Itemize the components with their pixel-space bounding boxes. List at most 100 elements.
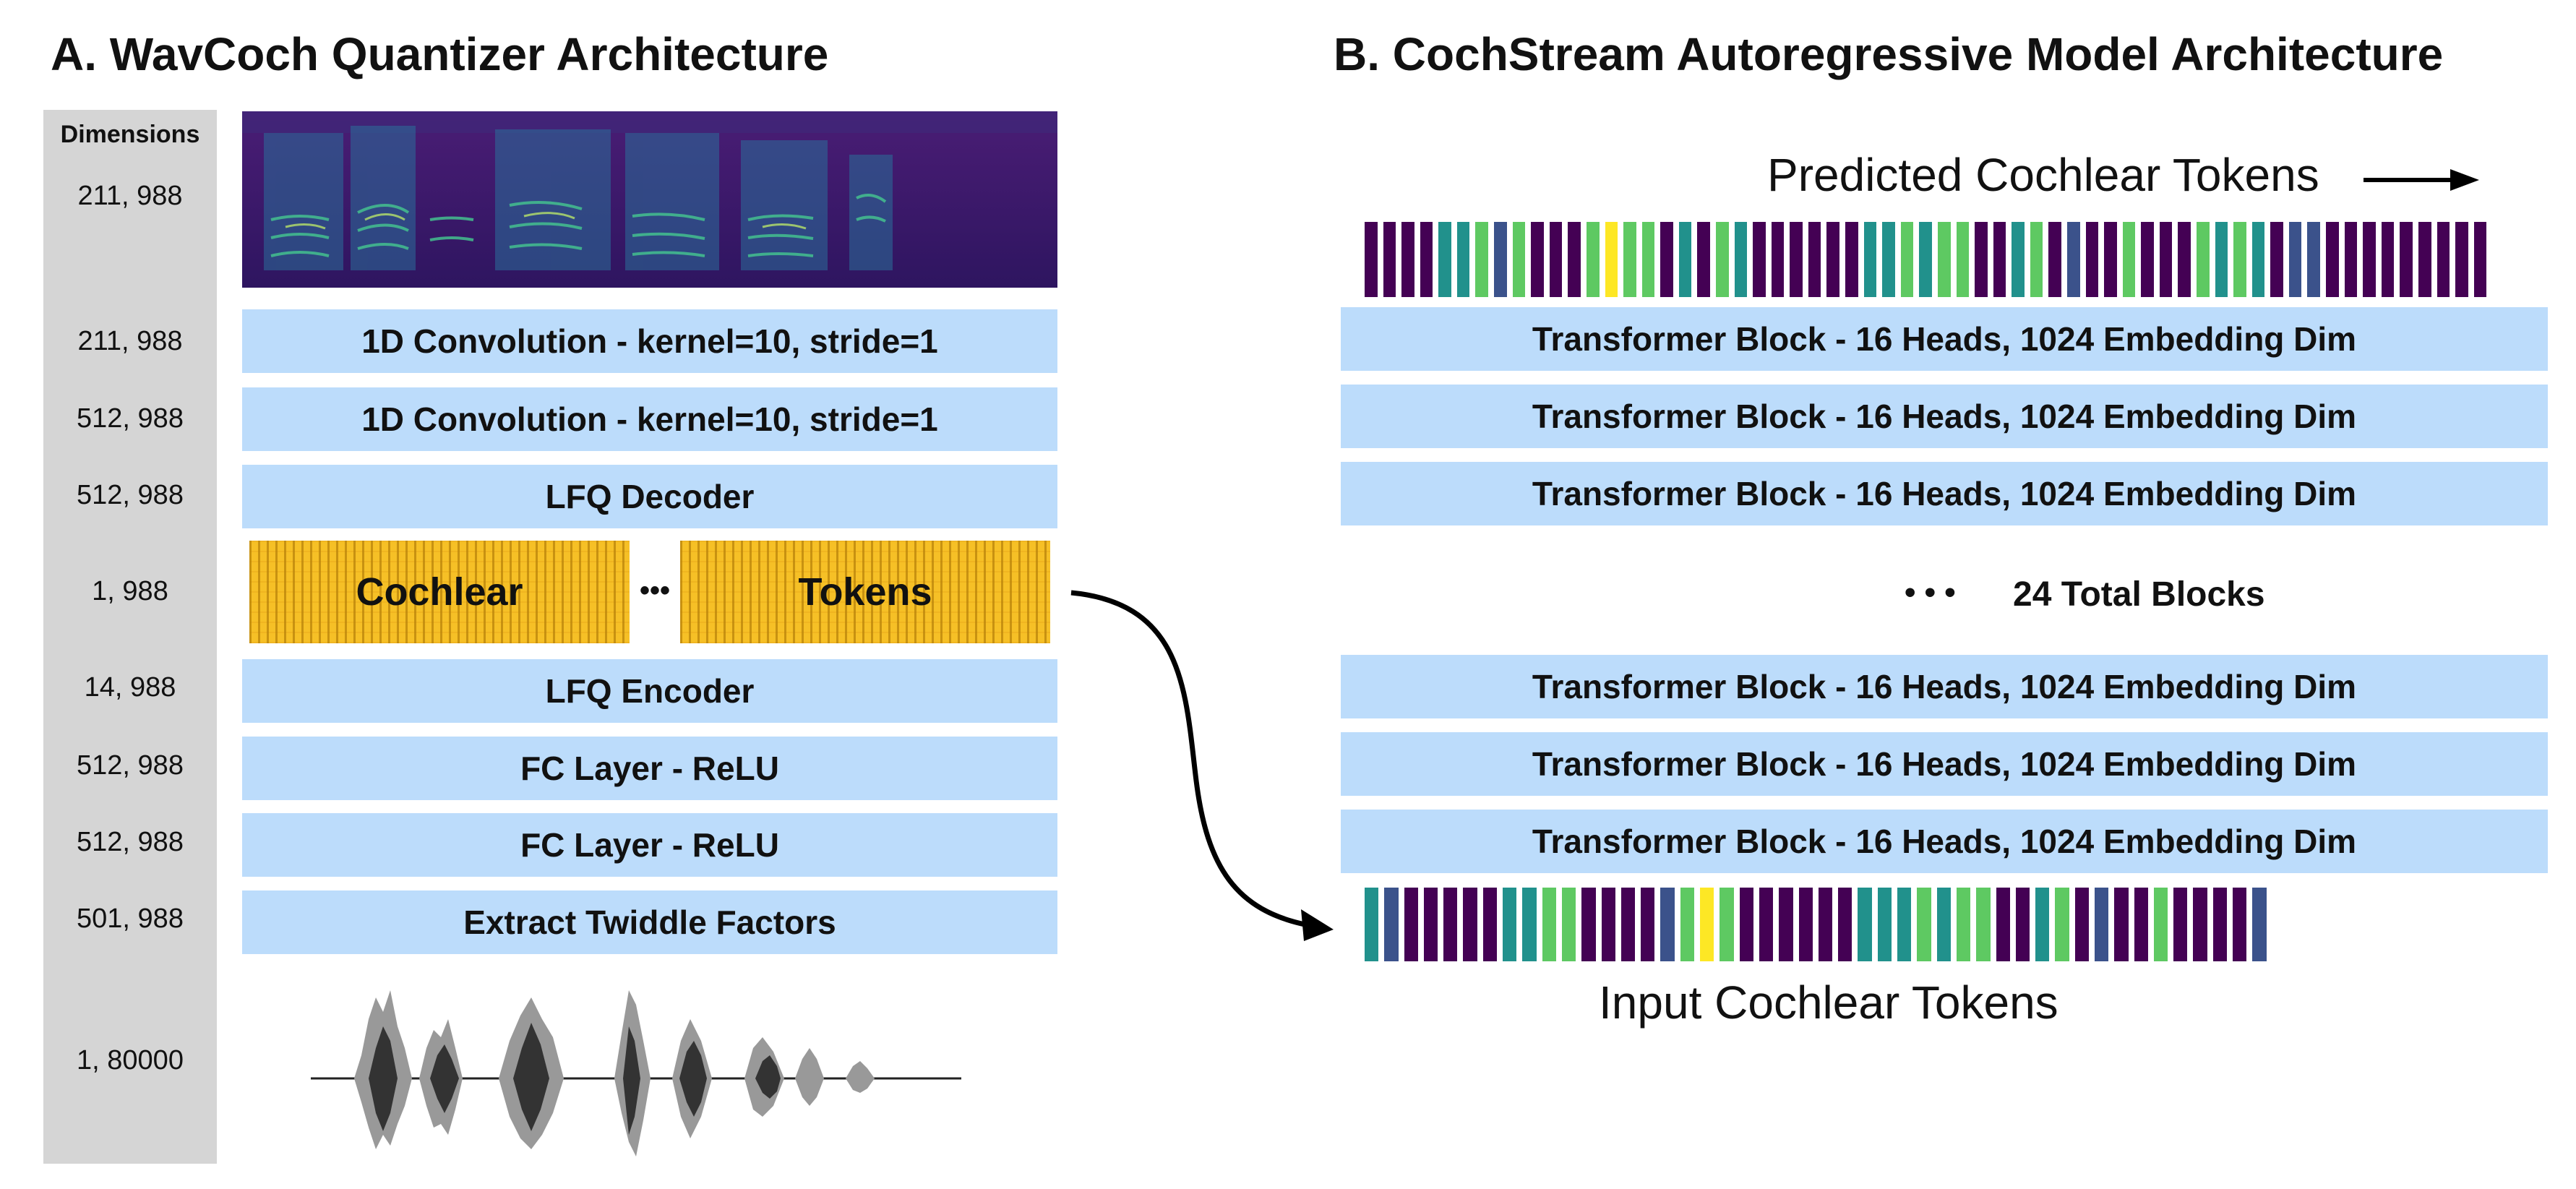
lfq-decoder-layer: LFQ Decoder: [242, 465, 1057, 528]
token-bar: [1919, 222, 1932, 297]
token-bar: [1975, 222, 1988, 297]
blocks-ellipsis: • • •: [1905, 575, 1956, 610]
token-bar: [1482, 888, 1498, 961]
token-bar: [2344, 222, 2358, 297]
token-bar: [1475, 222, 1489, 297]
dim-fc1: 512, 988: [77, 750, 184, 781]
token-bar: [1678, 222, 1692, 297]
token-bar: [1641, 888, 1655, 961]
fc-layer-2: FC Layer - ReLU: [242, 813, 1057, 877]
token-bar: [1586, 222, 1600, 297]
token-bar: [1700, 888, 1714, 961]
dim-fc2: 512, 988: [77, 827, 184, 857]
token-bar: [1605, 222, 1618, 297]
token-bar: [1522, 888, 1537, 961]
token-bar: [1863, 222, 1877, 297]
token-bar: [2141, 222, 2154, 297]
token-bar: [2381, 222, 2395, 297]
token-bar: [1790, 222, 1803, 297]
predicted-tokens-label: Predicted Cochlear Tokens: [1767, 149, 2319, 201]
token-bar: [1438, 222, 1451, 297]
token-bar: [1531, 222, 1544, 297]
token-bar: [1680, 888, 1695, 961]
token-bar: [1877, 888, 1892, 961]
twiddle-factors-layer: Extract Twiddle Factors: [242, 890, 1057, 954]
token-bar: [2326, 222, 2339, 297]
token-bar: [1463, 888, 1477, 961]
token-bar: [2030, 222, 2043, 297]
token-bar: [2094, 888, 2109, 961]
token-bar: [1383, 222, 1396, 297]
token-bar: [1384, 888, 1399, 961]
token-bar: [1996, 888, 2010, 961]
token-bar: [1494, 222, 1507, 297]
token-bar: [1641, 222, 1655, 297]
token-bar: [2400, 222, 2413, 297]
conv1d-layer-1: 1D Convolution - kernel=10, stride=1: [242, 309, 1057, 373]
token-bar: [1581, 888, 1596, 961]
tokens-right-label: Tokens: [798, 570, 932, 614]
token-bar: [1623, 222, 1636, 297]
token-bar: [2307, 222, 2321, 297]
panel-b-title: B. CochStream Autoregressive Model Archi…: [1334, 28, 2444, 80]
token-bar: [2215, 222, 2228, 297]
token-bar: [1798, 888, 1813, 961]
fc-layer-1: FC Layer - ReLU: [242, 737, 1057, 800]
dim-conv2: 512, 988: [77, 403, 184, 434]
token-bar: [2288, 222, 2302, 297]
token-bar: [1936, 888, 1951, 961]
token-bar: [1993, 222, 2006, 297]
token-bar: [1404, 888, 1418, 961]
token-bar: [2197, 222, 2210, 297]
token-bar: [1917, 888, 1931, 961]
dimensions-header: Dimensions: [60, 121, 200, 148]
cochlear-token-block-right: Tokens: [680, 541, 1050, 643]
token-bar: [2035, 888, 2050, 961]
token-bar: [1753, 222, 1766, 297]
lfq-encoder-layer: LFQ Encoder: [242, 659, 1057, 723]
token-bar: [1882, 222, 1895, 297]
total-blocks-label: 24 Total Blocks: [2013, 575, 2265, 614]
token-bar: [2104, 222, 2117, 297]
token-bar: [1956, 222, 1970, 297]
token-bar: [2159, 222, 2173, 297]
input-tokens-label: Input Cochlear Tokens: [1599, 976, 2058, 1029]
token-bar: [1826, 222, 1840, 297]
token-bar: [1771, 222, 1785, 297]
token-bar: [1561, 888, 1576, 961]
transformer-block-24: Transformer Block - 16 Heads, 1024 Embed…: [1341, 810, 2548, 873]
waveform-image: [311, 969, 961, 1164]
token-bar: [2012, 222, 2025, 297]
token-bar: [2363, 222, 2376, 297]
token-bar: [2134, 888, 2148, 961]
transformer-block-3: Transformer Block - 16 Heads, 1024 Embed…: [1341, 462, 2548, 525]
dim-lfq-encoder: 14, 988: [84, 672, 176, 703]
token-bar: [1549, 222, 1563, 297]
token-bar: [2193, 888, 2207, 961]
tokens-left-label: Cochlear: [356, 570, 523, 614]
token-bar: [1759, 888, 1774, 961]
token-bar: [2153, 888, 2168, 961]
dim-tokens: 1, 988: [92, 576, 168, 606]
token-bar: [2074, 888, 2089, 961]
token-bar: [2418, 222, 2431, 297]
token-bar: [2085, 222, 2099, 297]
token-bar: [1660, 888, 1675, 961]
token-bar: [1976, 888, 1991, 961]
dim-conv1: 211, 988: [77, 326, 183, 356]
token-bar: [1937, 222, 1951, 297]
token-bar: [2122, 222, 2136, 297]
token-bar: [1365, 222, 1378, 297]
token-bar: [2048, 222, 2061, 297]
token-bar: [1818, 888, 1833, 961]
panel-a-title: A. WavCoch Quantizer Architecture: [51, 28, 829, 80]
token-bar: [2114, 888, 2129, 961]
token-bar: [1715, 222, 1729, 297]
token-bar: [1512, 222, 1526, 297]
token-bar: [1858, 888, 1872, 961]
token-bar: [1542, 888, 1556, 961]
transformer-block-2: Transformer Block - 16 Heads, 1024 Embed…: [1341, 385, 2548, 448]
token-bar: [2473, 222, 2487, 297]
token-bar: [1697, 222, 1710, 297]
token-bar: [1845, 222, 1858, 297]
